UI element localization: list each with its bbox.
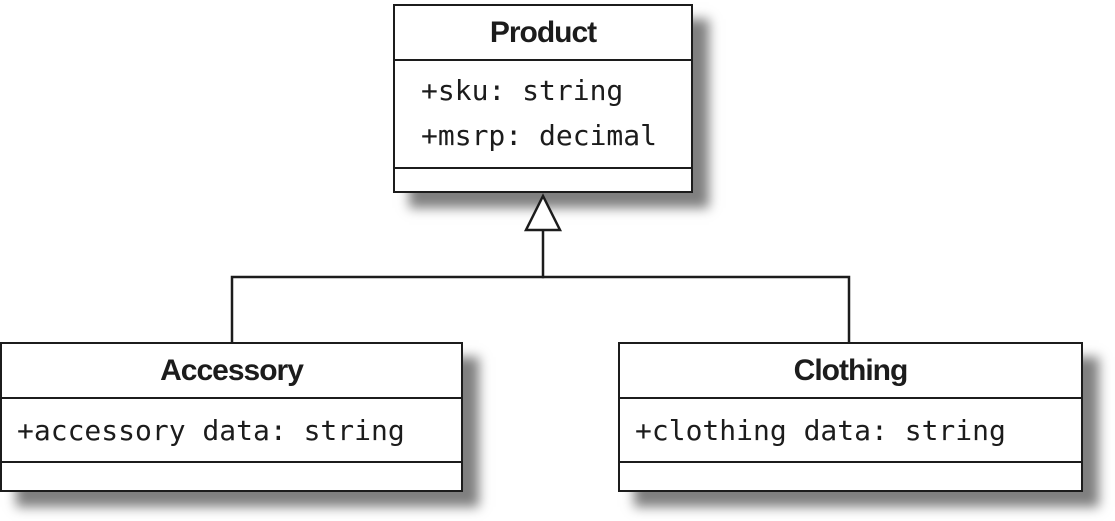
attributes-compartment-product: +sku: string +msrp: decimal (395, 61, 691, 169)
class-box-accessory: Accessory +accessory data: string (0, 342, 463, 492)
generalization-branch-line (230, 275, 851, 344)
attribute-msrp: +msrp: decimal (421, 119, 658, 152)
attribute-accessory-data: +accessory data: string (17, 413, 405, 447)
class-name-clothing: Clothing (620, 344, 1081, 399)
class-name-product: Product (395, 6, 691, 61)
methods-compartment-accessory (2, 463, 461, 490)
methods-compartment-product (395, 169, 691, 191)
class-box-product: Product +sku: string +msrp: decimal (393, 4, 693, 193)
attributes-compartment-accessory: +accessory data: string (2, 399, 461, 463)
attribute-clothing-data: +clothing data: string (635, 413, 1006, 447)
class-name-accessory: Accessory (2, 344, 461, 399)
class-box-clothing: Clothing +clothing data: string (618, 342, 1083, 492)
attributes-compartment-clothing: +clothing data: string (620, 399, 1081, 463)
attribute-sku: +sku: string (421, 74, 624, 107)
inheritance-triangle-icon (523, 193, 563, 232)
methods-compartment-clothing (620, 463, 1081, 490)
